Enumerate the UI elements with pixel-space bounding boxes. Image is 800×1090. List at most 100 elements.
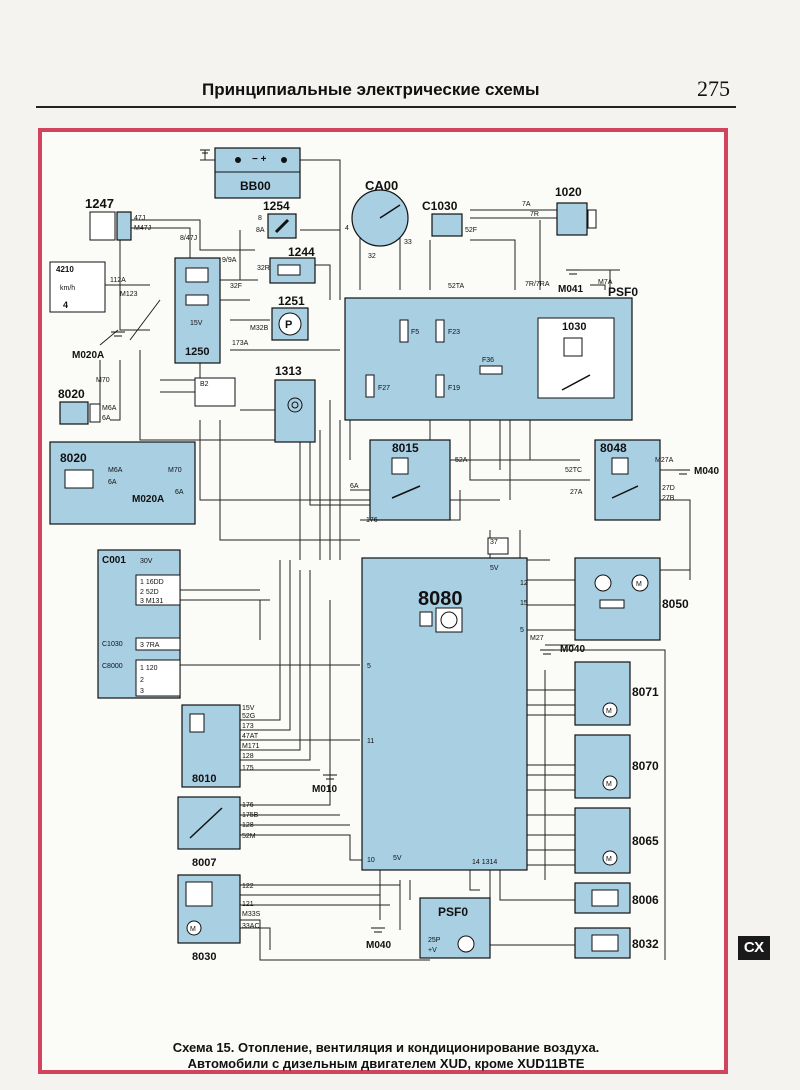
component-c1030: C1030 52F (422, 199, 477, 237)
ground-top-left-icon (200, 149, 210, 154)
svg-text:1020: 1020 (555, 185, 582, 199)
svg-text:8071: 8071 (632, 685, 659, 699)
component-8065: 8065 M (574, 807, 659, 874)
svg-text:1313: 1313 (275, 364, 302, 378)
svg-text:M171: M171 (242, 743, 260, 750)
svg-text:2 52D: 2 52D (140, 589, 159, 596)
svg-text:8050: 8050 (662, 597, 689, 611)
relay-8048: 8048 52TC 27A M27A 27D 27B (565, 439, 675, 521)
svg-text:32F: 32F (230, 283, 242, 290)
svg-text:2: 2 (140, 677, 144, 684)
svg-text:32: 32 (368, 253, 376, 260)
svg-text:175: 175 (242, 765, 254, 772)
ground-m010-icon: M010 (312, 774, 337, 795)
svg-text:B2: B2 (200, 381, 209, 388)
svg-text:27A: 27A (570, 489, 583, 496)
svg-text:CA00: CA00 (365, 178, 398, 193)
svg-text:F5: F5 (411, 329, 419, 336)
svg-text:7A: 7A (522, 201, 531, 208)
page-title: Принципиальные электрические схемы (202, 80, 540, 99)
ground-m040-mid-icon: M040 (540, 644, 585, 655)
component-8010: 8010 15V 52G 173 47AT M171 128 175 (181, 704, 260, 788)
component-8020-large: 8020 M6A 6A M70 6A M020A (49, 441, 196, 525)
svg-text:6A: 6A (108, 479, 117, 486)
svg-text:52G: 52G (242, 713, 255, 720)
svg-text:M040: M040 (366, 940, 391, 951)
svg-text:30V: 30V (140, 558, 153, 565)
svg-text:176: 176 (242, 802, 254, 809)
svg-text:6A: 6A (175, 489, 184, 496)
svg-text:C8000: C8000 (102, 663, 123, 670)
svg-text:8010: 8010 (192, 773, 216, 785)
svg-text:M: M (606, 781, 612, 788)
svg-text:M: M (636, 581, 642, 588)
svg-text:128: 128 (242, 822, 254, 829)
svg-text:8030: 8030 (192, 951, 216, 963)
svg-text:52TA: 52TA (448, 283, 465, 290)
svg-text:M010: M010 (312, 784, 337, 795)
component-8020-small: 8020 M6A 6A M70 (58, 377, 117, 425)
svg-text:6A: 6A (102, 415, 111, 422)
svg-text:− +: − + (252, 154, 267, 165)
svg-text:32R: 32R (257, 265, 270, 272)
svg-text:5V: 5V (490, 565, 499, 572)
svg-text:7R: 7R (530, 211, 539, 218)
ground-m020a-icon: M020A (72, 331, 125, 361)
component-1020: 1020 7A 7R (522, 185, 597, 236)
svg-text:8/47J: 8/47J (180, 235, 197, 242)
svg-text:M020A: M020A (72, 350, 104, 361)
svg-text:11: 11 (367, 738, 374, 745)
svg-text:173: 173 (242, 723, 254, 730)
component-8007: 8007 176 175B 128 52M (177, 796, 259, 869)
component-8071: 8071 M (574, 661, 659, 726)
svg-text:C001: C001 (102, 555, 126, 566)
svg-text:M27: M27 (530, 635, 544, 642)
svg-text:173A: 173A (232, 340, 249, 347)
svg-text:M33S: M33S (242, 911, 261, 918)
svg-text:8020: 8020 (60, 451, 87, 465)
svg-text:M6A: M6A (108, 467, 123, 474)
svg-text:M6A: M6A (102, 405, 117, 412)
svg-text:M70: M70 (168, 467, 182, 474)
svg-text:1 16DD: 1 16DD (140, 579, 164, 586)
svg-text:1254: 1254 (263, 199, 290, 213)
bb00-label: BB00 (240, 179, 271, 193)
caption-line-1: Схема 15. Отопление, вентиляция и кондиц… (172, 1040, 600, 1055)
svg-text:52A: 52A (455, 457, 468, 464)
svg-text:F19: F19 (448, 385, 460, 392)
component-8050: 8050 M 12 15 5 M27 (520, 557, 689, 642)
svg-text:F36: F36 (482, 357, 494, 364)
svg-text:PSF0: PSF0 (438, 905, 468, 919)
svg-text:128: 128 (242, 753, 254, 760)
svg-text:M27A: M27A (655, 457, 674, 464)
svg-text:8A: 8A (256, 227, 265, 234)
relay-8015: 8015 52A 6A 176 (350, 439, 468, 524)
svg-text:5: 5 (520, 627, 524, 634)
component-1247: 1247 47J M47J (85, 196, 151, 241)
svg-text:5: 5 (367, 663, 371, 670)
component-8032: 8032 (574, 927, 659, 959)
component-8030: M 8030 122 121 M33S 33AC (177, 874, 261, 963)
ground-m040-bottom-icon: M040 (366, 927, 391, 951)
svg-text:8070: 8070 (632, 759, 659, 773)
svg-text:M7A: M7A (598, 279, 613, 286)
svg-text:12: 12 (520, 580, 528, 587)
svg-text:3 M131: 3 M131 (140, 598, 163, 605)
page-header: Принципиальные электрические схемы 275 (36, 76, 736, 108)
svg-text:8080: 8080 (418, 588, 463, 610)
page-number: 275 (697, 76, 730, 101)
svg-text:3: 3 (140, 688, 144, 695)
ground-m041-icon: M041 (558, 269, 583, 295)
svg-text:6A: 6A (350, 483, 359, 490)
component-1254: 1254 8 8A (256, 199, 297, 239)
psf0-sub-block: PSF0 25P +V (419, 897, 491, 959)
svg-text:8015: 8015 (392, 441, 419, 455)
svg-text:1244: 1244 (288, 245, 315, 259)
svg-text:52TC: 52TC (565, 467, 582, 474)
component-1251: 1251 P (271, 294, 309, 341)
connector-c001: C001 30V 1 16DD 2 52D 3 M131 C1030 3 7RA… (97, 549, 181, 699)
svg-text:M: M (606, 708, 612, 715)
svg-text:176: 176 (366, 517, 378, 524)
component-1250: 15V 1250 8/47J 9/9A 32F M32B 173A (174, 235, 269, 364)
svg-text:4: 4 (345, 225, 349, 232)
